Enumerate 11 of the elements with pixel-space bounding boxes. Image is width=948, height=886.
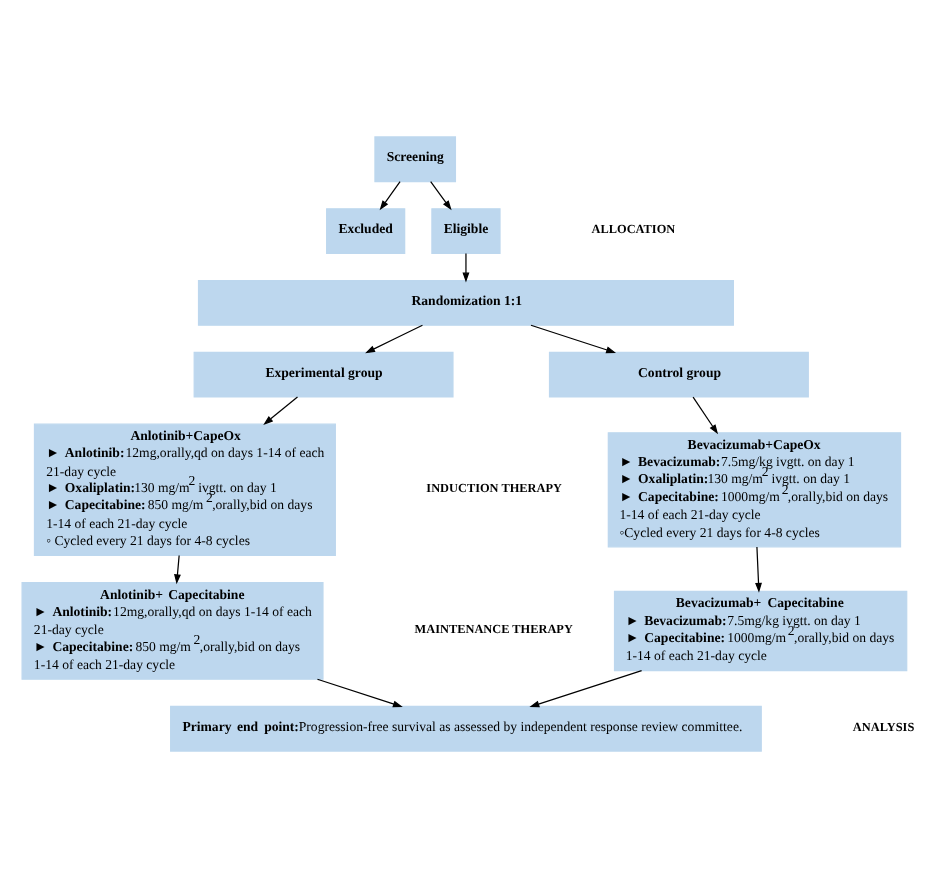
arrow xyxy=(430,180,452,210)
arrow xyxy=(174,553,181,584)
arrow xyxy=(755,545,762,592)
arrow xyxy=(529,669,643,707)
arrow xyxy=(692,395,719,434)
arrow xyxy=(365,323,424,353)
arrow xyxy=(530,323,617,353)
arrow xyxy=(462,251,470,282)
arrow xyxy=(379,180,401,210)
arrow xyxy=(316,677,403,707)
arrow xyxy=(263,395,299,424)
